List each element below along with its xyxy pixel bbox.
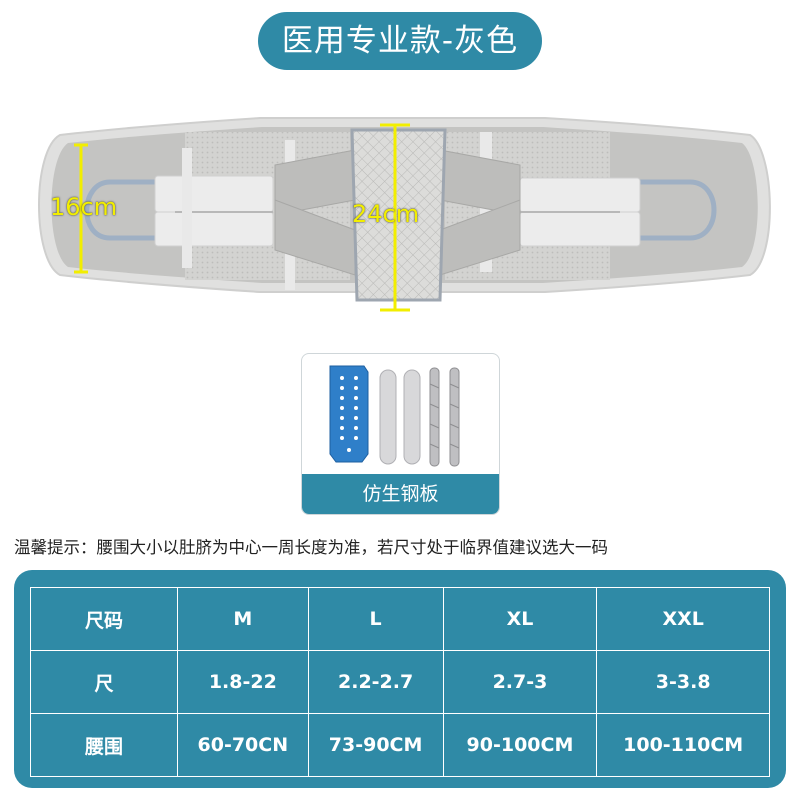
steel-plates-image (329, 365, 460, 467)
center-panel (350, 128, 447, 302)
strap-left-top (154, 175, 274, 213)
spring-strip (429, 367, 440, 467)
left-loop (84, 179, 160, 241)
table-row: 腰围 60-70CN 73-90CM 90-100CM 100-110CM (30, 713, 770, 777)
table-cell: 60-70CN (177, 713, 309, 777)
table-cell: M (177, 587, 309, 651)
strap-right-bottom (519, 211, 641, 247)
silver-bar (379, 369, 397, 465)
table-cell: 2.2-2.7 (307, 650, 444, 714)
row-header-chi: 尺 (30, 650, 178, 714)
table-cell: 3-3.8 (596, 650, 770, 714)
table-cell: 90-100CM (442, 713, 598, 777)
height-label: 16cm (50, 193, 118, 221)
size-tip: 温馨提示：腰围大小以肚脐为中心一周长度为准，若尺寸处于临界值建议选大一码 (14, 538, 608, 557)
table-cell: 73-90CM (307, 713, 444, 777)
lumbar-belt-image (38, 117, 771, 312)
table-cell: XXL (596, 587, 770, 651)
page-title: 医用专业款-灰色 (258, 12, 542, 70)
size-table: 尺码 M L XL XXL 尺 1.8-22 2.2-2.7 2.7-3 3-3… (30, 587, 770, 777)
table-cell: 2.7-3 (442, 650, 598, 714)
row-header-waist: 腰围 (30, 713, 178, 777)
row-header-size: 尺码 (30, 587, 178, 651)
table-row: 尺码 M L XL XXL (30, 587, 770, 651)
table-cell: L (307, 587, 444, 651)
table-cell: 1.8-22 (177, 650, 309, 714)
center-height-label: 24cm (352, 200, 420, 228)
steel-plates-card: 仿生钢板 (301, 353, 500, 515)
steel-plates-caption: 仿生钢板 (302, 474, 499, 514)
right-loop (640, 179, 717, 241)
table-cell: XL (442, 587, 598, 651)
size-table-panel: 尺码 M L XL XXL 尺 1.8-22 2.2-2.7 2.7-3 3-3… (14, 570, 786, 788)
table-cell: 100-110CM (596, 713, 770, 777)
table-row: 尺 1.8-22 2.2-2.7 2.7-3 3-3.8 (30, 650, 770, 714)
strap-left-bottom (154, 211, 274, 247)
strap-right-top (519, 177, 641, 213)
